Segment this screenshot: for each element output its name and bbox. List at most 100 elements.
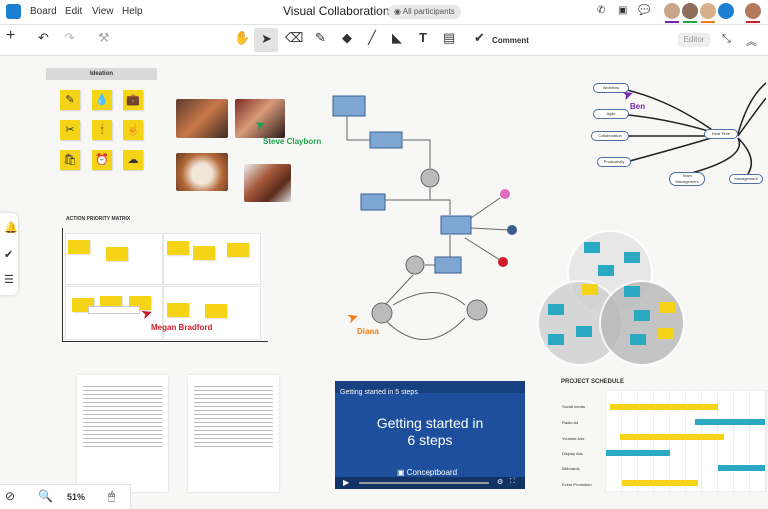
avatar[interactable] [700,3,716,19]
mindmap-node[interactable]: Agile [593,109,629,119]
fullscreen-icon[interactable]: ⛶ [510,478,515,485]
megan-cursor-label: Megan Bradford [151,323,213,332]
video-header: Getting started in 5 steps [335,381,525,396]
mindmap-node[interactable]: Workflow [593,83,629,93]
sticky-note[interactable]: 🕯 [92,120,112,140]
menu-view[interactable]: View [92,6,114,17]
mindmap-center-node[interactable]: Real Time [704,129,738,139]
sticky-note[interactable]: ⏰ [92,150,112,170]
flowchart[interactable] [325,90,525,350]
sticky-note[interactable] [167,303,189,317]
menu-board[interactable]: Board [30,6,57,17]
menu-edit[interactable]: Edit [65,6,83,17]
zoom-icon[interactable]: 🔍 [38,489,53,503]
top-bar: Board Edit View Help Visual Collaboratio… [0,0,768,25]
gantt-bar[interactable] [718,465,765,471]
gantt-bar[interactable] [695,419,765,425]
photo-coffee[interactable] [176,153,228,191]
photo-bag[interactable] [244,164,291,202]
hand-icon[interactable]: ✋ [234,30,251,45]
avatar[interactable] [664,3,680,19]
matrix-y-axis [62,228,63,342]
video-title-line1: Getting started in [376,415,484,431]
pen-icon[interactable]: ✎ [315,30,326,45]
comment-icon[interactable]: ✔ [474,30,485,45]
flow-circle [466,299,488,321]
collapse-icon[interactable]: ︽ [746,36,757,48]
gantt-bar[interactable] [622,480,698,486]
flow-circle [405,255,425,275]
board-title[interactable]: Visual Collaboration [283,4,390,18]
play-icon[interactable]: ▶ [343,478,350,487]
schedule-row-label: Youtube Ads [562,436,585,441]
fit-screen-icon[interactable]: ⤡ [722,33,731,45]
sticky-note[interactable]: ✎ [60,90,80,110]
document-page[interactable] [77,375,168,492]
diana-cursor-label: Diana [357,327,379,336]
mindmap-node[interactable]: Collaboration [591,131,629,141]
undo-icon[interactable]: ↶ [38,30,49,45]
video-brand: ▣ Conceptboard [397,468,458,477]
app-logo-icon[interactable] [6,4,21,19]
video-progress-track[interactable] [359,482,489,484]
mindmap-node[interactable]: Productivity [597,157,631,167]
add-icon[interactable]: + [6,27,16,44]
photo-street[interactable] [235,99,285,138]
sticky-note[interactable]: 💧 [92,90,112,110]
venn-diagram[interactable] [530,228,690,368]
marker-icon[interactable]: ◆ [342,30,352,45]
zoom-level[interactable]: 51% [67,492,86,502]
sticky-note[interactable]: ☝ [123,120,143,140]
text-icon[interactable]: T [419,30,427,45]
schedule-row-label: Social media [562,404,585,409]
eraser-icon[interactable]: ⌫ [285,30,304,45]
video-controls: ▶ ⚙ ⛶ [335,477,525,489]
list-icon[interactable]: ☰ [4,274,14,286]
redo-icon[interactable]: ↷ [64,30,75,45]
video-brand-label: Conceptboard [406,468,458,477]
comment-button[interactable]: Comment [492,36,529,45]
sticky-note[interactable] [227,243,249,257]
schedule-row-label: Billboards [562,466,580,471]
compass-icon[interactable]: ⊘ [5,489,16,503]
gantt-bar[interactable] [610,404,718,410]
sticky-note[interactable] [68,240,90,254]
avatar-status-bar [701,21,715,23]
check-icon[interactable]: ✔ [4,249,14,261]
avatar[interactable] [745,3,761,19]
share-link-icon[interactable] [718,3,734,19]
sticky-note[interactable] [106,247,128,261]
sticky-note[interactable] [167,241,189,255]
select-tool-button[interactable]: ➤ [254,28,278,52]
settings-icon[interactable]: ⚙ [497,479,504,486]
gantt-bar[interactable] [606,450,670,456]
document-page[interactable] [188,375,279,492]
sticky-note-icon[interactable]: ▤ [443,30,456,45]
sticky-note[interactable] [193,246,215,260]
sticky-note[interactable]: 🛍 [60,150,80,170]
video-icon[interactable]: ▣ [618,5,628,16]
avatar[interactable] [682,3,698,19]
line-icon[interactable]: ╱ [368,30,376,45]
video-header-title: Getting started in 5 steps [340,389,418,396]
mindmap-node[interactable]: Management [729,174,763,184]
format-painter-icon[interactable]: ⚒ [98,30,110,45]
mindmap-node[interactable]: Team Management [669,172,705,186]
person-icon [507,225,517,235]
gantt-bar[interactable] [620,434,724,440]
menu-help[interactable]: Help [122,6,143,17]
bell-icon[interactable]: 🔔 [4,222,18,234]
participants-pill[interactable]: ◉ All participants [388,5,461,19]
sticky-note[interactable] [205,304,227,318]
chat-icon[interactable]: 💬 [638,5,651,16]
sticky-note[interactable]: ✂ [60,120,80,140]
person-icon [498,257,508,267]
shapes-icon[interactable]: ◣ [392,30,402,45]
video-player[interactable]: Getting started in 5 steps Getting start… [335,381,525,489]
phone-icon[interactable]: ✆ [597,5,606,16]
sticky-note[interactable]: ☁ [123,150,143,170]
sticky-note[interactable]: 💼 [123,90,143,110]
photo-city[interactable] [176,99,228,138]
mouse-icon[interactable]: 🖱 [108,489,116,503]
editor-button[interactable]: Editor [678,33,710,47]
